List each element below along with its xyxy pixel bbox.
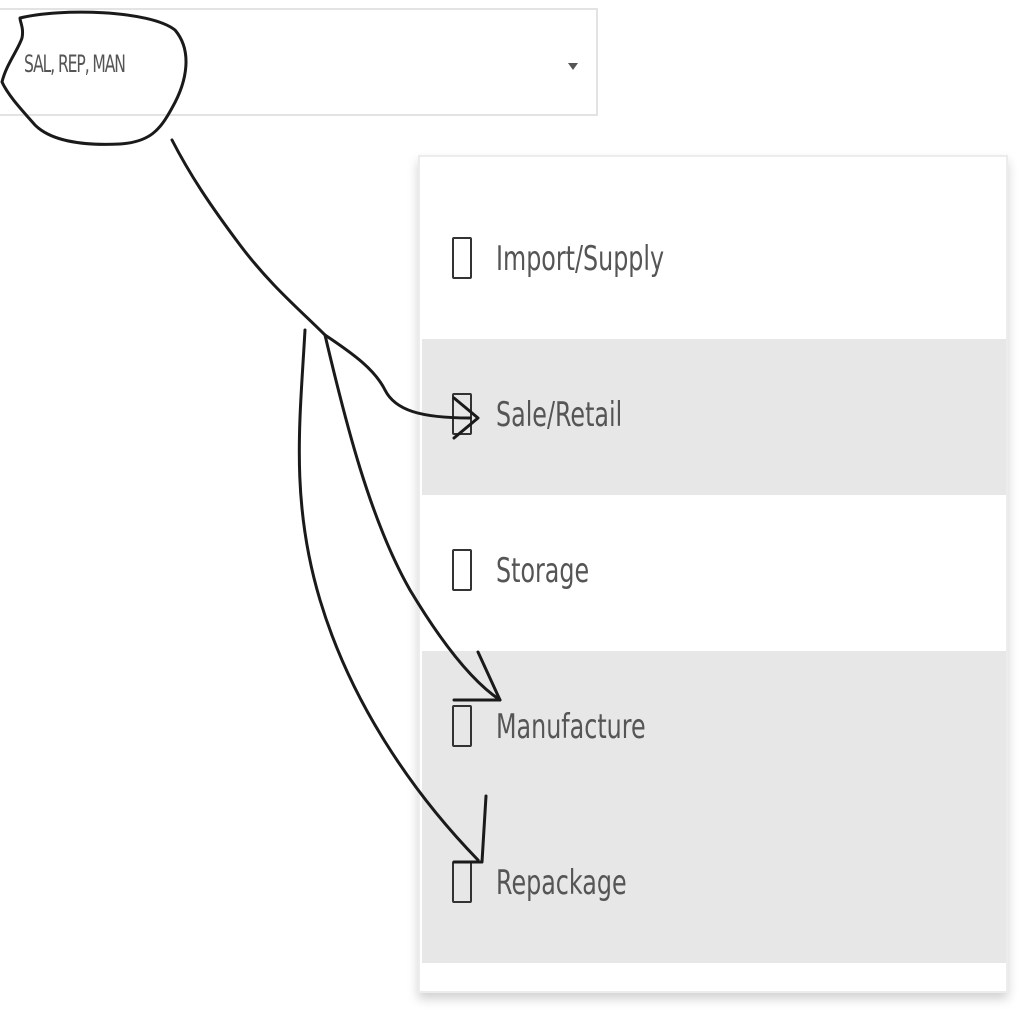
option-label: Import/Supply <box>496 239 665 279</box>
option-label: Repackage <box>496 863 627 903</box>
option-label: Manufacture <box>496 707 646 747</box>
checkbox-icon[interactable] <box>452 393 472 435</box>
option-label: Sale/Retail <box>496 395 623 435</box>
option-manufacture[interactable]: Manufacture <box>422 651 1006 807</box>
checkbox-icon[interactable] <box>452 237 472 279</box>
caret-down-icon[interactable] <box>568 63 578 70</box>
option-label: Storage <box>496 551 590 591</box>
option-sale-retail[interactable]: Sale/Retail <box>422 339 1006 495</box>
option-import-supply[interactable]: Import/Supply <box>422 183 1006 339</box>
select-value: SAL, REP, MAN <box>24 50 126 78</box>
checkbox-icon[interactable] <box>452 861 472 903</box>
checkbox-icon[interactable] <box>452 549 472 591</box>
dropdown-options-panel: Import/Supply Sale/Retail Storage Manufa… <box>418 155 1008 993</box>
annotation-trunk <box>170 138 327 337</box>
multi-select-dropdown[interactable]: SAL, REP, MAN <box>0 8 598 116</box>
option-storage[interactable]: Storage <box>422 495 1006 651</box>
option-repackage[interactable]: Repackage <box>422 807 1006 963</box>
checkbox-icon[interactable] <box>452 705 472 747</box>
